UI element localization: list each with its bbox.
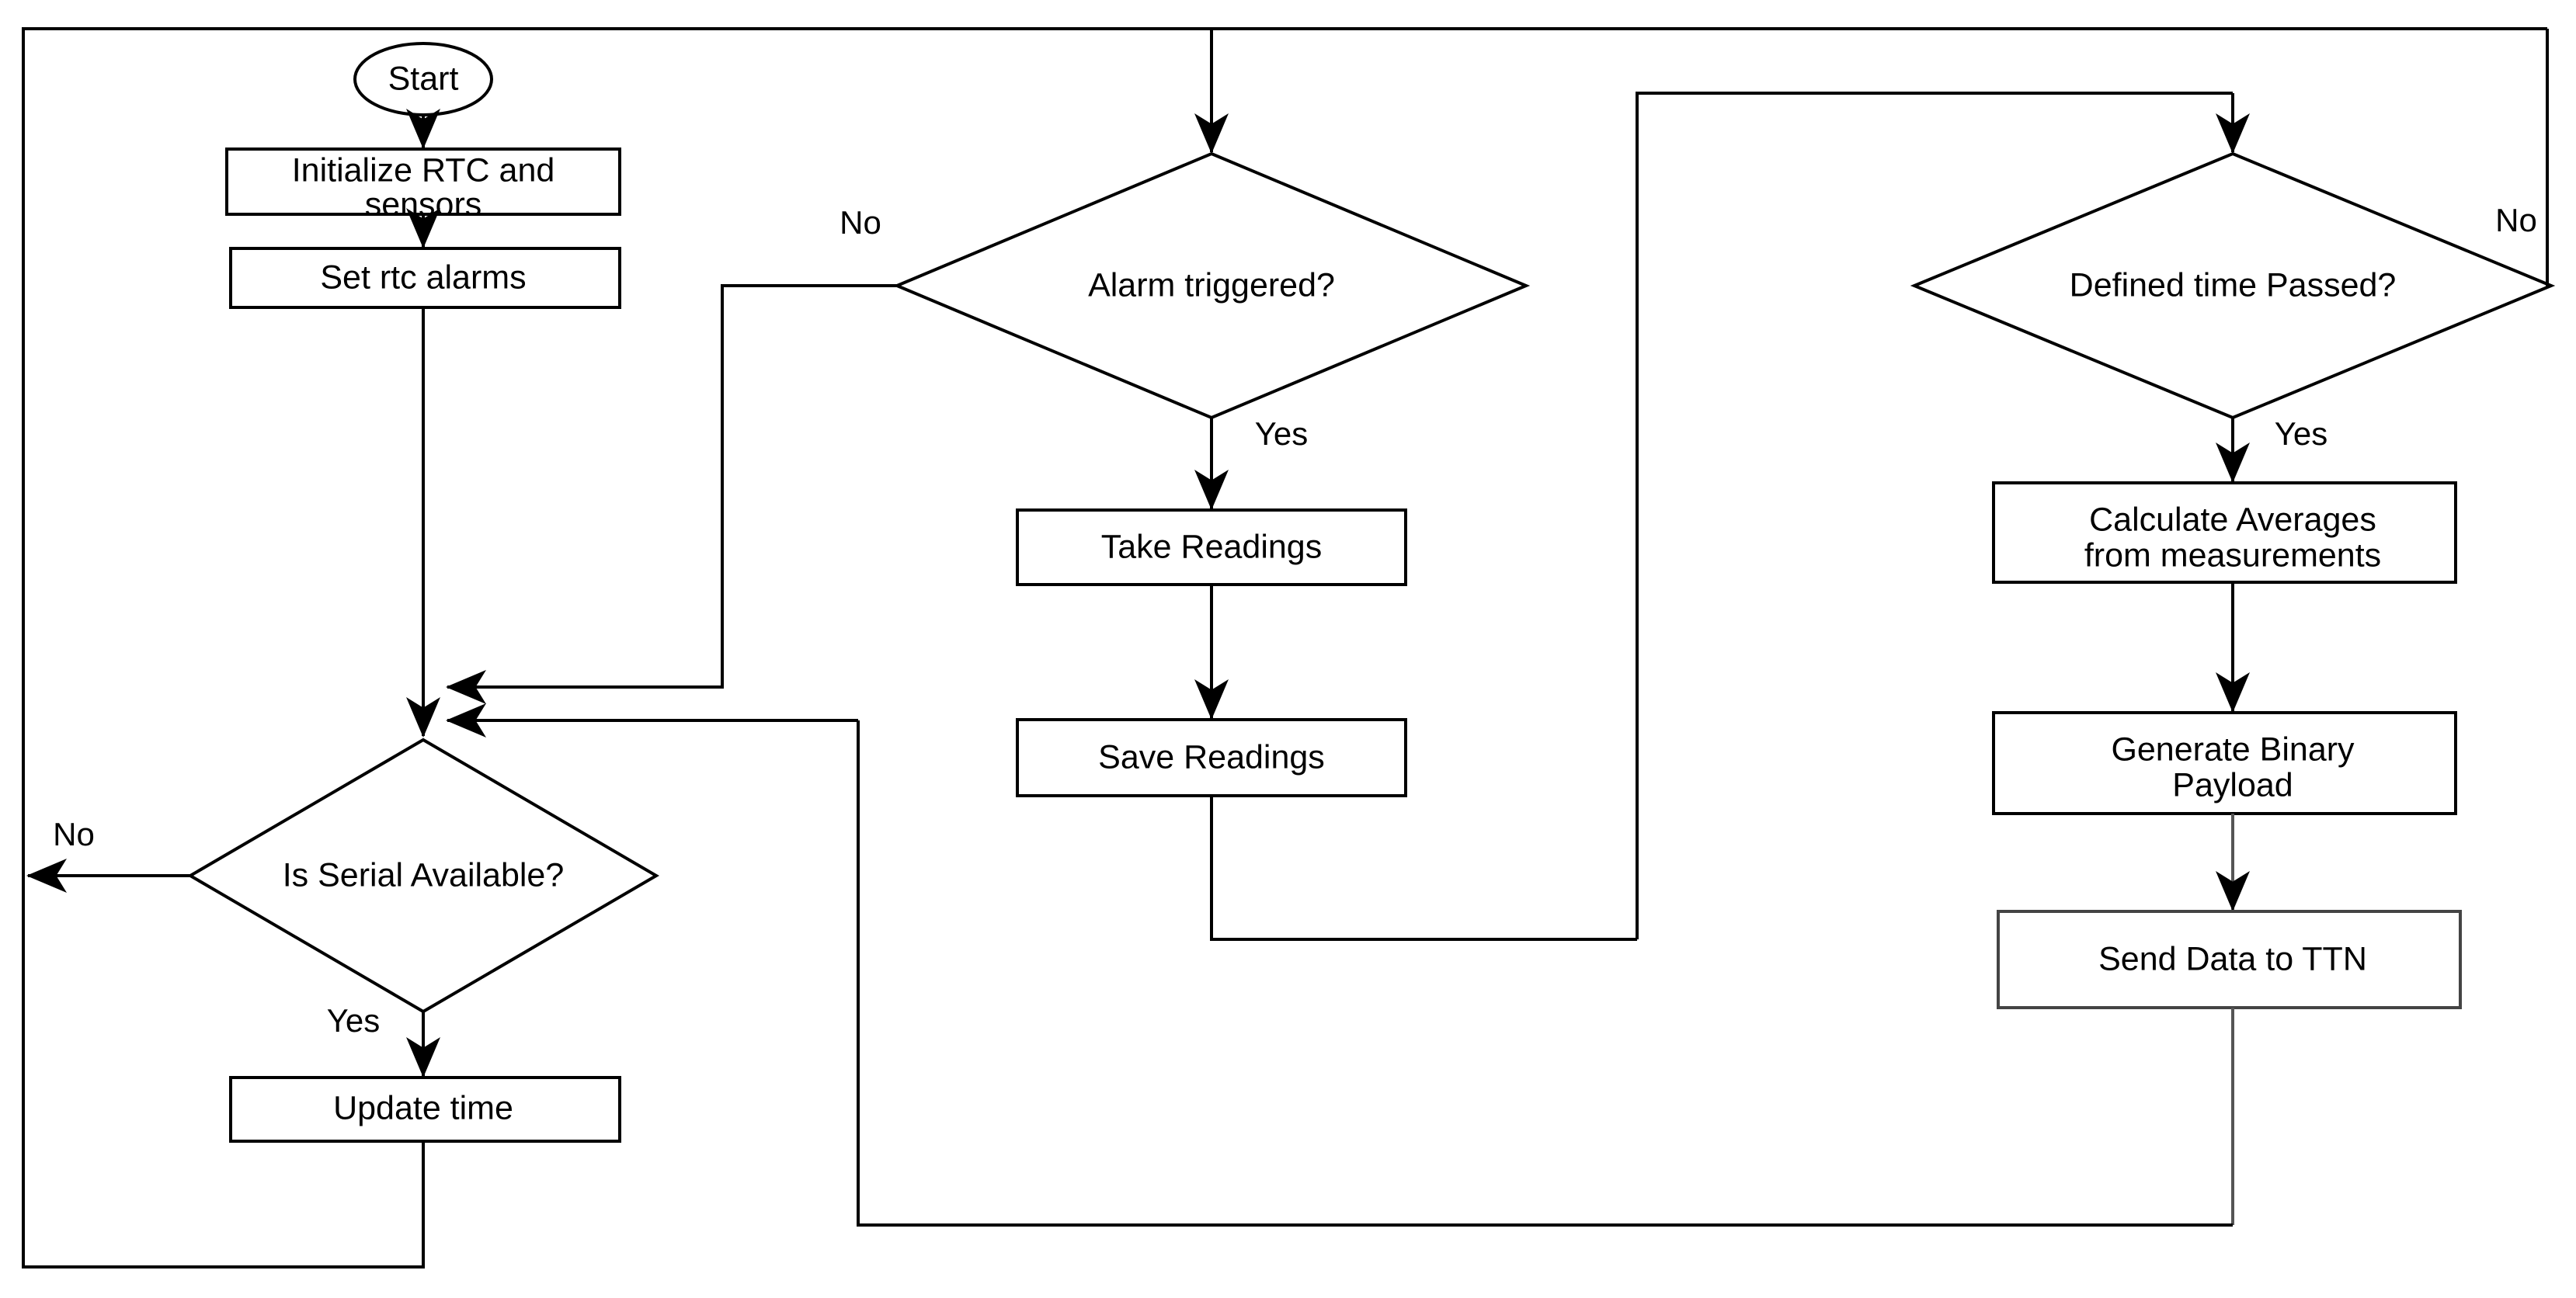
edge-label-alarm-no: No	[840, 204, 881, 241]
node-gen-payload-shape[interactable]	[1992, 711, 2457, 815]
edge-save-readings-riser	[1636, 92, 2233, 939]
node-gen-payload-label-line1: Generate Binary	[2111, 731, 2355, 768]
node-update-time-shape[interactable]	[229, 1076, 621, 1143]
edge-label-alarm-yes: Yes	[1255, 415, 1309, 452]
node-send-ttn-label: Send Data to TTN	[2098, 940, 2367, 977]
node-set-alarms-label: Set rtc alarms	[320, 259, 526, 296]
edge-label-serial-no: No	[53, 816, 95, 852]
node-save-readings-label: Save Readings	[1098, 738, 1325, 776]
node-init-label-line1: Initialize RTC and	[292, 151, 555, 189]
edge-send-ttn-return-bottom	[857, 720, 2233, 1227]
node-start-label: Start	[388, 60, 459, 97]
edge-time-no	[2546, 29, 2551, 287]
edge-label-time-no: No	[2495, 202, 2537, 238]
node-set-alarms-shape[interactable]	[229, 247, 621, 309]
node-save-readings-shape[interactable]	[1016, 718, 1407, 797]
node-alarm-check-label: Alarm triggered?	[1088, 266, 1335, 304]
edge-label-serial-yes: Yes	[327, 1002, 381, 1039]
node-calc-avg-label-line1: Calculate Averages	[2089, 501, 2376, 538]
node-time-check-label: Defined time Passed?	[2070, 266, 2397, 304]
node-send-ttn-shape[interactable]	[1997, 910, 2462, 1009]
node-calc-avg-shape[interactable]	[1992, 481, 2457, 584]
node-take-readings-shape[interactable]	[1016, 508, 1407, 586]
node-take-readings-label: Take Readings	[1101, 528, 1322, 565]
node-calc-avg-label-line2: from measurements	[2084, 536, 2381, 574]
edge-label-time-yes: Yes	[2275, 415, 2328, 452]
node-update-time-label: Update time	[333, 1089, 513, 1126]
node-serial-check-label: Is Serial Available?	[283, 856, 565, 894]
edge-alarm-no	[446, 284, 897, 704]
node-gen-payload-label-line2: Payload	[2172, 766, 2293, 803]
edge-update-time-to-alarm-loop	[22, 27, 1212, 1268]
edge-save-readings-to-time-check	[1210, 796, 1637, 941]
